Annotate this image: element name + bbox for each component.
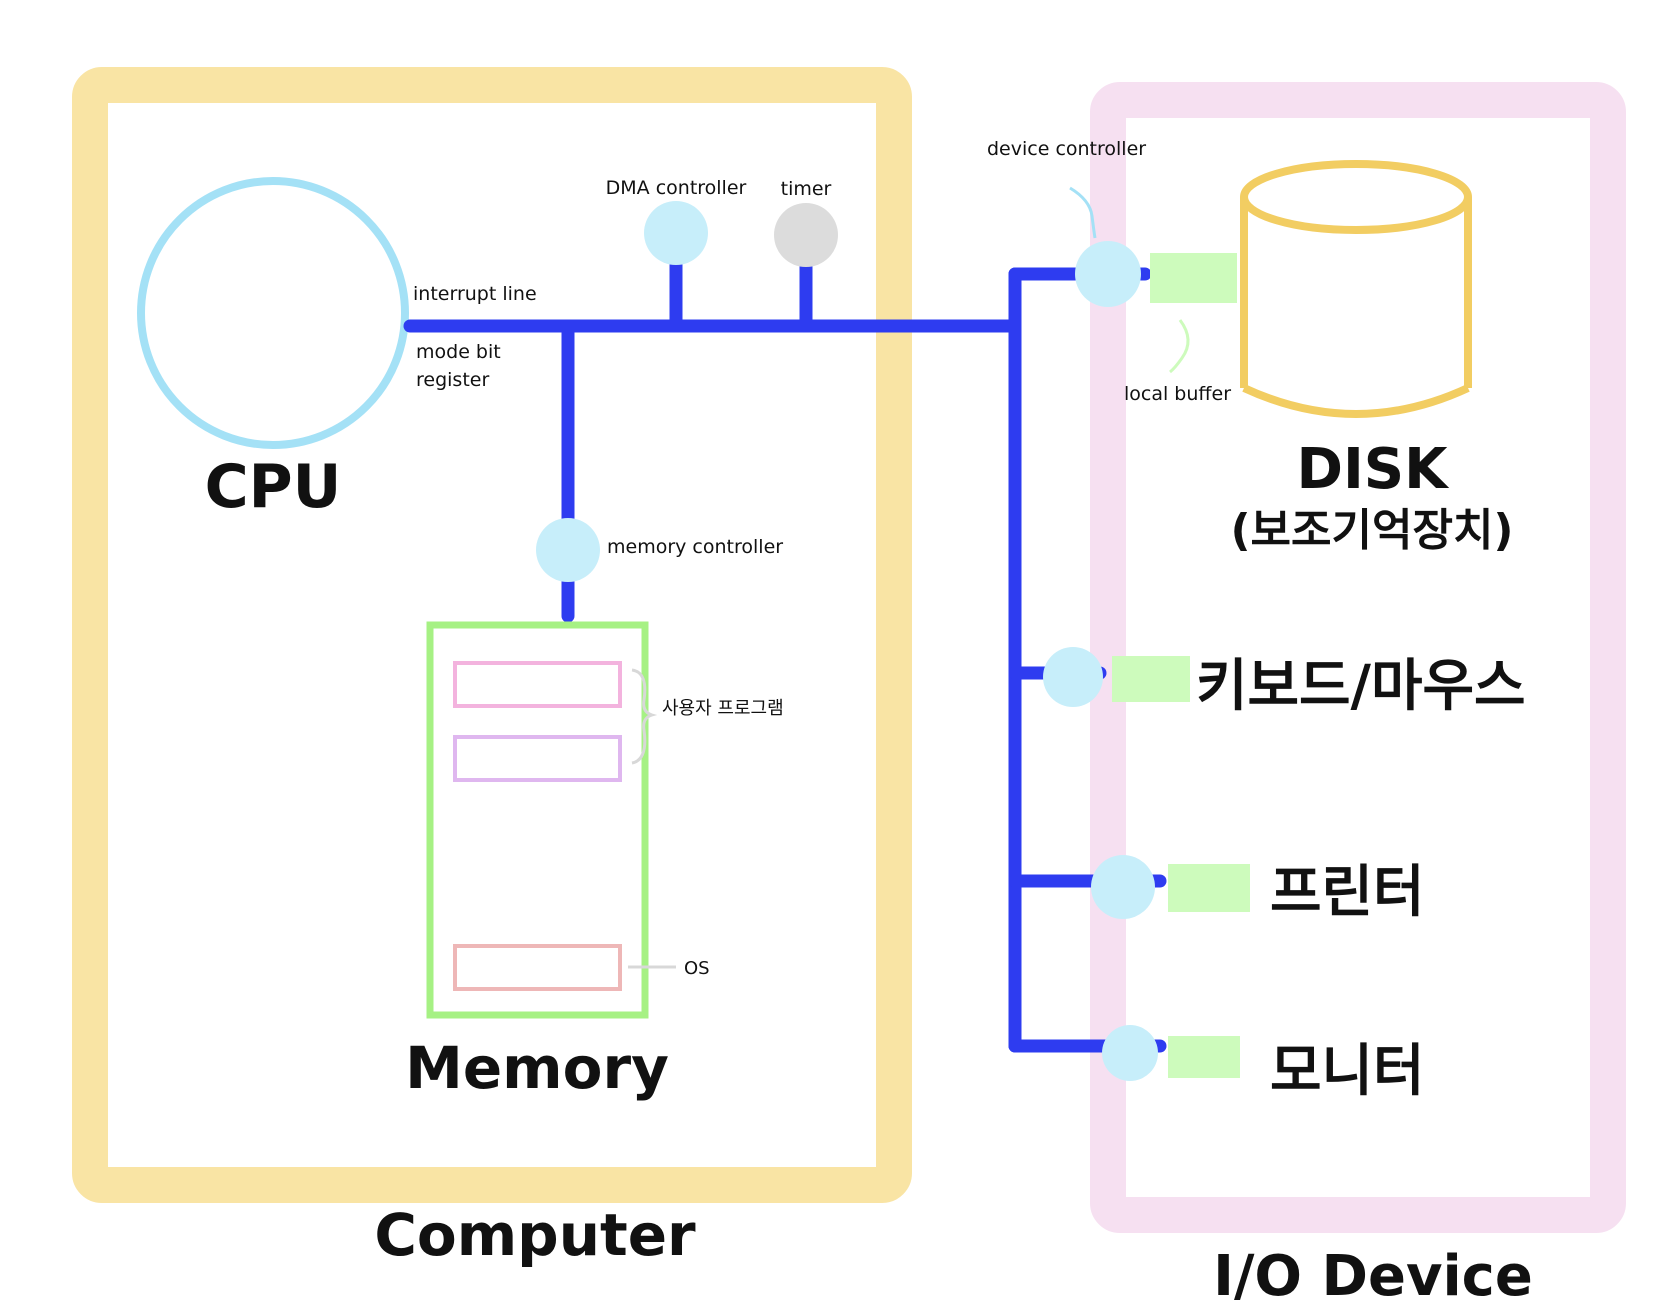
cpu-label: CPU [205, 452, 342, 522]
disk-device-controller-node [1075, 241, 1141, 307]
monitor-controller-node [1102, 1025, 1158, 1081]
os-label: OS [684, 958, 710, 979]
computer-title: Computer [374, 1201, 696, 1269]
local-buffer-label: local buffer [1124, 383, 1231, 405]
local-buffer-pointer [1169, 319, 1190, 374]
keyboard-local-buffer [1112, 656, 1190, 702]
device-controller-pointer [1069, 186, 1097, 239]
user-program-block-2 [453, 735, 622, 782]
disk-cylinder [1240, 160, 1472, 418]
monitor-label: 모니터 [1270, 1039, 1425, 1104]
device-controller-label: device controller [987, 138, 1146, 160]
monitor-local-buffer [1168, 1036, 1240, 1078]
io-device-title: I/O Device [1213, 1244, 1533, 1309]
register-label: register [416, 369, 489, 391]
memory-controller-label: memory controller [607, 536, 783, 558]
keyboard-controller-node [1043, 647, 1103, 707]
printer-local-buffer [1168, 864, 1250, 912]
mode-bit-label: mode bit [416, 341, 501, 363]
interrupt-line-label: interrupt line [413, 283, 537, 305]
system-bus [403, 255, 1167, 1053]
dma-controller-node [644, 201, 708, 265]
printer-label: 프린터 [1270, 860, 1425, 925]
memory-frame [426, 621, 649, 1019]
computer-frame [72, 67, 912, 1203]
printer-controller-node [1091, 855, 1155, 919]
memory-controller-node [536, 518, 600, 582]
disk-sublabel: (보조기억장치) [1230, 505, 1513, 556]
timer-label: timer [781, 178, 832, 200]
disk-label: DISK [1296, 437, 1450, 502]
os-block [453, 944, 622, 991]
io-device-frame [1090, 82, 1626, 1233]
user-program-label: 사용자 프로그램 [662, 698, 784, 719]
disk-local-buffer [1150, 253, 1237, 303]
cpu-circle [137, 177, 409, 449]
user-program-block-1 [453, 661, 622, 708]
keyboard-mouse-label: 키보드/마우스 [1196, 654, 1526, 719]
user-program-brace [631, 668, 658, 765]
dma-controller-label: DMA controller [606, 177, 747, 199]
memory-label: Memory [405, 1034, 669, 1102]
timer-node [774, 203, 838, 267]
